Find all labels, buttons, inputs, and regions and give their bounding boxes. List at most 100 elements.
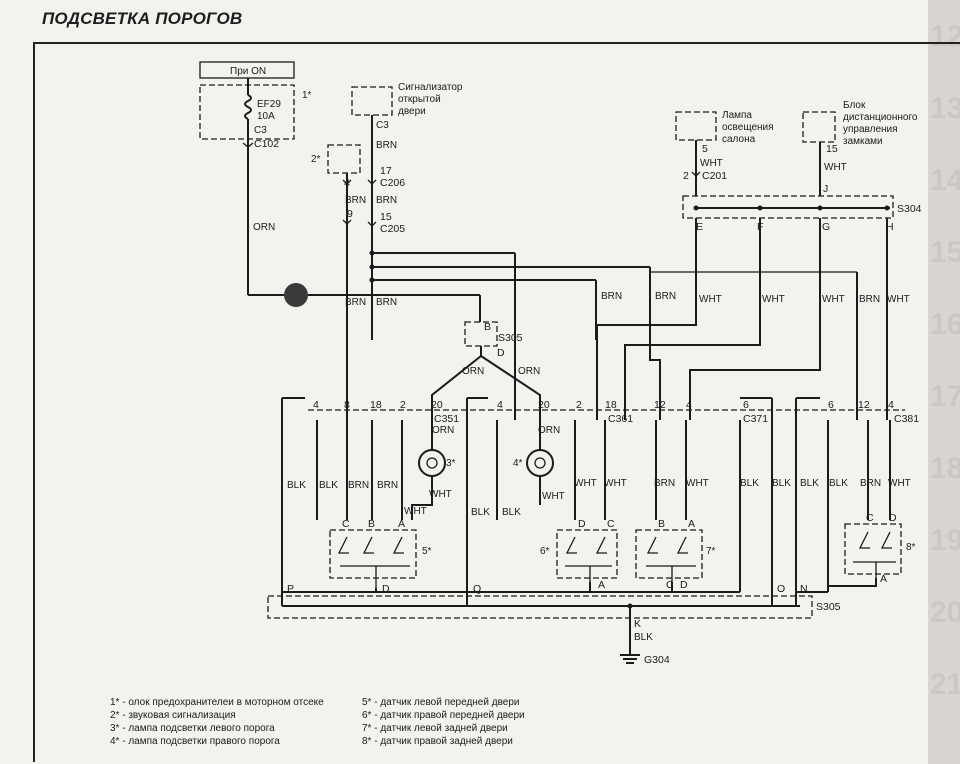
side-page-number: 13 [930,92,960,125]
side-page-number: 21 [930,668,960,701]
sensor7-pin-d: D [680,579,688,591]
lamp-right-icon [526,449,554,477]
wire-label-blk-1: BLK [287,480,306,491]
legend-item: 3* - лампа подсветки левого порога [110,723,275,734]
wire-label-wht-1: WHT [700,158,723,169]
wire-label-orn-3: ORN [518,366,540,377]
side-page-number: 20 [930,596,960,629]
lamp-right-mark: 4* [513,458,523,469]
wire-label-brn-10: BRN [377,480,398,491]
wire-label-wht-9: WHT [542,491,565,502]
pin-s304-e: E [696,221,703,233]
connector-c371: C371 [743,413,768,425]
sensor8-mark: 8* [906,542,916,553]
fuse-icon [244,94,252,120]
pin-c381-4: 4 [888,399,894,411]
door-sensor-8 [844,523,902,575]
sensor8-pin-d: D [889,512,897,524]
lock-block-label-3: управления [843,124,898,135]
wire-label-brn-8: BRN [859,294,880,305]
connector-c361: C361 [608,413,633,425]
connector-c201: C201 [702,170,727,182]
sensor7-mark: 7* [706,546,716,557]
connector-c205: C205 [380,223,405,235]
wire-label-brn-5: BRN [376,297,397,308]
wire-label-wht-7: WHT [429,489,452,500]
wire-label-wht-4: WHT [762,294,785,305]
wire-label-orn-5: ORN [538,425,560,436]
side-page-number: 17 [930,380,960,413]
connector-c102: C102 [254,138,279,150]
pin-c351-18: 18 [370,399,382,411]
pin-c361-2: 2 [576,399,582,411]
door-alarm-box [351,86,393,116]
side-page-number: 15 [930,236,960,269]
splice-s305-top [464,321,498,347]
pin-s305-d: D [497,347,505,359]
connector-c351: C351 [434,413,459,425]
pin-c206-right: 17 [380,165,392,177]
wire-label-blk-7: BLK [800,478,819,489]
pin-c361-18: 18 [605,399,617,411]
lock-block-pin: 15 [826,143,838,155]
connector-c206: C206 [380,177,405,189]
wire-label-blk-6: BLK [772,478,791,489]
legend-item: 1* - олок предохранителеи в моторном отс… [110,697,324,708]
connector-s305-bottom: S305 [816,601,841,613]
side-page-number: 12 [930,20,960,53]
pin-c381-6: 6 [828,399,834,411]
fuse-pin: C3 [254,125,267,136]
pin-s305-o: O [777,583,785,595]
cabin-lamp-box [675,111,717,141]
pin-s304-g: G [822,221,830,233]
legend-item: 2* - звуковая сигнализация [110,710,236,721]
sensor5-pin-b: B [368,518,375,530]
horn-box [327,144,361,174]
pin-s304-j: J [823,183,828,195]
page-title: ПОДСВЕТКА ПОРОГОВ [42,9,243,28]
wire-label-brn-12: BRN [860,478,881,489]
side-page-number: 18 [930,452,960,485]
door-sensor-6 [556,529,618,579]
door-alarm-pin: C3 [376,120,389,131]
wire-label-brn-3: BRN [376,195,397,206]
pin-s305-n: N [800,583,808,595]
pin-s305-b: B [484,321,491,333]
sensor5-pin-d: D [382,583,390,595]
sensor7-pin-a: A [688,518,695,530]
ignition-label: При ON [230,66,266,77]
wire-label-blk-5: BLK [740,478,759,489]
wire-label-wht-5: WHT [822,294,845,305]
lock-block-label-2: дистанционного [843,112,918,123]
wire-label-orn-2: ORN [462,366,484,377]
legend-item: 8* - датчик правой задней двери [362,736,513,747]
pin-c205-right: 15 [380,211,392,223]
pin-c351-4: 4 [313,399,319,411]
pin-c371-6: 6 [743,399,749,411]
wire-label-orn-4: ORN [432,425,454,436]
pin-c371-4: 4 [686,399,692,411]
wire-label-wht-10: WHT [574,478,597,489]
pin-c205-left: 9 [347,208,353,220]
lock-block-label-4: замками [843,136,883,147]
wire-label-wht-8: WHT [404,506,427,517]
sensor5-mark: 5* [422,546,432,557]
splice-s304 [682,195,894,219]
legend-item: 5* - датчик левой передней двери [362,697,520,708]
sensor8-pin-a: A [880,573,887,585]
wire-label-brn-9: BRN [348,480,369,491]
wire-label-brn-1: BRN [376,140,397,151]
pin-c201: 2 [683,170,689,182]
lock-block-label-1: Блок [843,100,866,111]
splice-ground-icon [284,283,308,307]
wire-label-blk-2: BLK [319,480,338,491]
pin-c361-20: 20 [538,399,550,411]
connector-c381: C381 [894,413,919,425]
door-alarm-label-3: двери [398,106,426,117]
wire-label-blk-9: BLK [634,632,653,643]
pin-c351-2: 2 [400,399,406,411]
sensor6-mark: 6* [540,546,550,557]
wire-label-wht-2: WHT [824,162,847,173]
